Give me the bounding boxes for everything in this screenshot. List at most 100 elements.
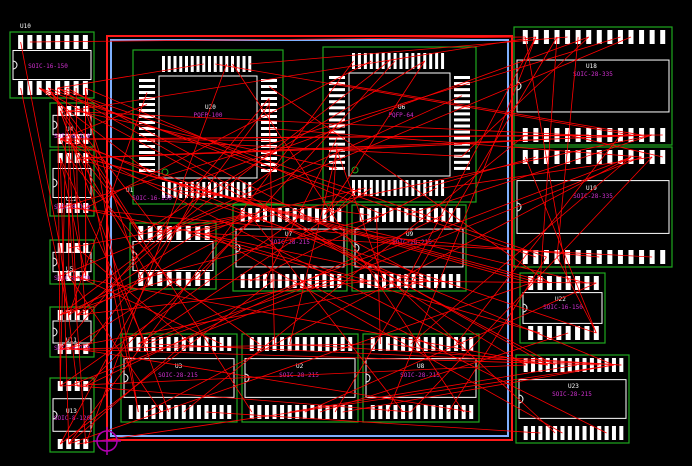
airwire: [159, 95, 463, 234]
airwire: [38, 87, 556, 366]
airwire: [169, 187, 366, 234]
pad: [611, 426, 616, 440]
airwire: [60, 36, 621, 209]
pad: [317, 337, 322, 351]
airwire: [556, 256, 597, 334]
pin1-notch: [52, 327, 58, 337]
pad: [174, 405, 179, 419]
pad: [596, 128, 602, 142]
pad: [236, 56, 240, 72]
pad: [604, 358, 609, 372]
ref-designator: U5: [66, 266, 74, 273]
pad: [242, 56, 246, 72]
pad: [264, 337, 269, 351]
airwire: [183, 134, 526, 413]
pad: [213, 182, 217, 198]
value-label: SOIC-28-335: [573, 71, 613, 78]
airwire: [289, 150, 338, 345]
pad: [438, 337, 443, 351]
pad: [219, 56, 223, 72]
airwire: [85, 214, 444, 387]
airwire: [324, 60, 426, 216]
pad: [522, 250, 528, 264]
airwire: [68, 214, 243, 249]
airwire: [59, 87, 68, 387]
pad: [292, 274, 297, 288]
airwire: [249, 187, 437, 282]
pin1-dot: [351, 166, 359, 174]
board-edge-inner: [110, 39, 509, 437]
airwire: [48, 87, 161, 234]
airwire: [188, 214, 251, 234]
airwire: [59, 157, 70, 445]
courtyard-u11: [49, 306, 95, 358]
value-label: SOIC-16-150: [543, 304, 583, 311]
airwire: [77, 134, 653, 159]
pad: [584, 326, 590, 340]
pad: [202, 56, 206, 72]
airwire: [85, 157, 550, 284]
pad: [454, 148, 470, 152]
pad: [554, 150, 560, 164]
pad: [546, 326, 552, 340]
airwire: [324, 187, 354, 216]
airwire: [59, 110, 253, 413]
airwire: [60, 110, 579, 136]
ratsnest-layer: [20, 36, 663, 445]
pad: [139, 133, 155, 136]
pad: [575, 150, 581, 164]
pad: [337, 208, 342, 222]
airwire: [77, 348, 472, 413]
value-label: SOIC-16-150: [28, 63, 68, 70]
pad: [139, 157, 155, 160]
airwire: [60, 36, 632, 277]
pad: [208, 56, 211, 72]
courtyard-u9: [351, 204, 467, 292]
pad: [166, 337, 171, 351]
pad: [423, 337, 428, 351]
pad: [151, 405, 156, 419]
pad: [340, 337, 345, 351]
value-label: SOIC-16-150: [132, 195, 172, 202]
airwire: [38, 87, 536, 258]
pad: [292, 208, 297, 222]
pad: [307, 208, 312, 222]
pad: [596, 150, 602, 164]
pad: [543, 30, 549, 44]
airwire: [206, 411, 541, 434]
airwire: [207, 232, 563, 434]
pad: [225, 182, 229, 198]
airwire: [145, 156, 632, 413]
pad: [448, 208, 453, 222]
pad: [147, 226, 153, 240]
pad: [179, 182, 183, 198]
airwire: [68, 282, 531, 445]
airwire: [301, 280, 607, 434]
airwire: [68, 110, 87, 316]
airwire: [188, 232, 541, 334]
airwire: [448, 256, 547, 413]
body-u20: [158, 75, 258, 179]
pad: [389, 208, 394, 222]
airwire: [77, 207, 429, 282]
airwire: [77, 364, 615, 445]
pad: [423, 405, 428, 419]
airwire: [304, 282, 597, 413]
pad: [310, 405, 315, 419]
body-u18: [516, 59, 670, 113]
pad: [469, 337, 474, 351]
pad: [454, 136, 470, 140]
airwire: [57, 63, 204, 89]
pad: [448, 274, 453, 288]
pad: [438, 405, 443, 419]
airwire: [68, 207, 87, 445]
pad: [307, 274, 312, 288]
pad: [454, 405, 459, 419]
pad: [405, 53, 409, 69]
pad: [176, 226, 182, 240]
origin-crosshair-icon: [93, 427, 121, 455]
courtyard-u20: [132, 49, 284, 205]
airwire: [410, 156, 653, 413]
pad: [431, 405, 436, 419]
